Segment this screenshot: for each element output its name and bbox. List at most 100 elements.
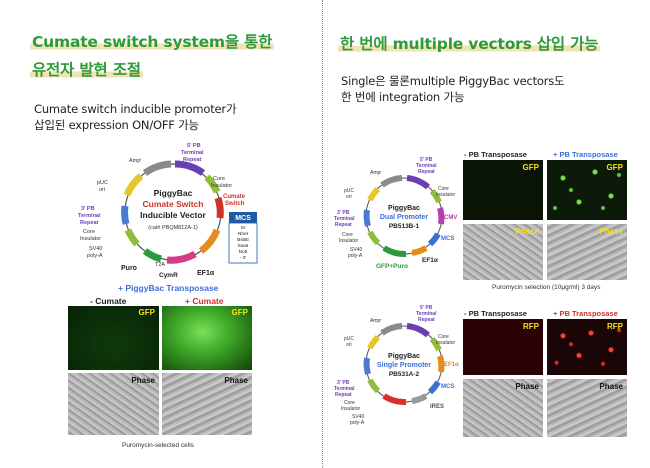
mcs-site-2: BstBI bbox=[237, 237, 248, 243]
r2-rfp-minus-label: RFP bbox=[523, 322, 539, 331]
switch-label-2: Switch bbox=[225, 201, 245, 207]
v1-puc-label: pUC bbox=[344, 188, 354, 194]
v1-pb5-label-2: Terminal bbox=[416, 163, 437, 169]
r2-phase-plus-label: Phase bbox=[599, 382, 623, 391]
v2-pb5-label-2: Terminal bbox=[416, 311, 437, 317]
mcs-site-4: NotI bbox=[239, 249, 248, 255]
pb5-label-1: 5' PB bbox=[187, 143, 201, 149]
v1-ef1-segment bbox=[411, 245, 428, 256]
left-subtitle-line1: Cumate switch inducible promoter가 bbox=[34, 102, 237, 116]
v1-pb5-label-1: 5' PB bbox=[420, 157, 433, 163]
cymr-segment bbox=[166, 250, 197, 264]
r1-gfp-plus-label: GFP bbox=[606, 163, 623, 172]
v1-sv40-label-2: poly-A bbox=[348, 253, 363, 259]
v2-pb3-label-3: Repeat bbox=[335, 392, 352, 398]
pb3-label-2: Terminal bbox=[78, 213, 101, 219]
left-col-plus: + Cumate bbox=[185, 296, 224, 306]
v1-name-line1: PiggyBac bbox=[388, 205, 420, 212]
left-gfp-plus-panel: GFP bbox=[162, 306, 252, 370]
v2-pb3-segment bbox=[363, 357, 371, 375]
v2-core-right-label-1: Core bbox=[438, 334, 449, 340]
cumate-switch-segment bbox=[214, 196, 224, 219]
v1-mcs-label: MCS bbox=[441, 236, 454, 242]
v1-pb3-label-2: Terminal bbox=[334, 216, 355, 222]
v1-core-right-label-1: Core bbox=[438, 186, 449, 192]
v2-core-left-label-1: Core bbox=[344, 400, 355, 406]
r2-col-plus: + PB Transposase bbox=[553, 309, 618, 318]
v2-sv40-label-2: poly-A bbox=[350, 420, 365, 426]
left-gfp-minus-label: GFP bbox=[138, 308, 155, 317]
r1-col-plus: + PB Transposase bbox=[553, 150, 618, 159]
v2-sv40-label-1: SV40 bbox=[352, 414, 364, 420]
v2-mcs-label: MCS bbox=[441, 384, 454, 390]
core-right-label-1: Core bbox=[213, 176, 225, 182]
vector-name-line3: Inducible Vector bbox=[140, 210, 206, 220]
v1-puc-segment bbox=[367, 186, 381, 202]
vector-catalog: (cat# PBQM812A-1) bbox=[148, 225, 198, 231]
left-phase-minus-label: Phase bbox=[131, 376, 155, 385]
left-subtitle: Cumate switch inducible promoter가 삽입된 ex… bbox=[34, 101, 237, 133]
v2-ef1-segment bbox=[437, 355, 445, 373]
v1-core-right-label-2: Insulator bbox=[436, 192, 456, 198]
pb5-label-2: Terminal bbox=[181, 150, 204, 156]
sv40-label-2: poly-A bbox=[87, 253, 103, 259]
v2-pb5-segment bbox=[406, 323, 430, 338]
r1-phase-plus-panel: Phase bbox=[547, 224, 627, 280]
sv40-label-1: SV40 bbox=[89, 246, 102, 252]
r2-col-minus: - PB Transposase bbox=[464, 309, 527, 318]
core-left-label-2: Insulator bbox=[80, 236, 101, 242]
vector-name-line2: Cumate Switch bbox=[143, 199, 204, 209]
ef1-label: EF1α bbox=[197, 270, 215, 277]
v1-gfp-puro-label: GFP+Puro bbox=[376, 263, 408, 270]
amp-segment bbox=[142, 160, 172, 176]
v1-amp-segment bbox=[380, 175, 403, 188]
left-phase-plus-label: Phase bbox=[224, 376, 248, 385]
v2-pb5-label-3: Repeat bbox=[418, 317, 435, 323]
right-subtitle-line1: Single은 물론multiple PiggyBac vectors도 bbox=[341, 74, 565, 88]
r1-gfp-plus-panel: GFP bbox=[547, 160, 627, 220]
pb5-label-3: Repeat bbox=[183, 157, 202, 163]
r2-phase-minus-panel: Phase bbox=[463, 379, 543, 437]
v1-gfp-puro-segment bbox=[382, 245, 407, 258]
left-phase-plus-panel: Phase bbox=[162, 373, 252, 435]
ori-label: ori bbox=[99, 187, 105, 193]
v1-sv40-label-1: SV40 bbox=[350, 247, 362, 253]
core-right-label-2: Insulator bbox=[211, 183, 232, 189]
v1-pb3-label-3: Repeat bbox=[335, 222, 352, 228]
core-left-segment bbox=[124, 228, 140, 247]
puro-label: Puro bbox=[121, 265, 137, 272]
right-subtitle-line2: 한 번에 integration 가능 bbox=[341, 90, 465, 105]
switch-label-1: Cumate bbox=[223, 194, 246, 200]
left-title-line1: Cumate switch system을 통한 bbox=[30, 33, 275, 51]
v2-pb3-label-1: 3' PB bbox=[337, 380, 350, 386]
v1-pb3-label-1: 3' PB bbox=[337, 210, 350, 216]
mcs-site-1: NheI bbox=[238, 231, 248, 237]
left-col-minus: - Cumate bbox=[90, 296, 127, 306]
mcs-box-body bbox=[228, 222, 258, 264]
v2-core-left-label-2: Insulator bbox=[341, 406, 361, 412]
v1-amp-label: Ampʳ bbox=[370, 170, 382, 176]
v1-core-left-label-1: Core bbox=[342, 232, 353, 238]
pb3-segment bbox=[121, 205, 130, 225]
left-transposase-header: + PiggyBac Transposase bbox=[118, 283, 219, 293]
mcs-title: MCS bbox=[235, 215, 251, 222]
mcs-site-3: SwaI bbox=[238, 243, 249, 249]
left-title-line2: 유전자 발현 조절 bbox=[30, 61, 143, 80]
r2-phase-minus-label: Phase bbox=[515, 382, 539, 391]
v2-rfp-label: RFP bbox=[392, 408, 404, 414]
v2-mcs-segment bbox=[427, 380, 441, 395]
r1-phase-plus-label: Phase bbox=[599, 227, 623, 236]
v2-ef1-label: EF1α bbox=[444, 362, 459, 368]
v2-name-line1: PiggyBac bbox=[388, 353, 420, 360]
core-left-label-1: Core bbox=[83, 229, 95, 235]
dual-promoter-vector-map: PiggyBac Dual Promoter PB513B-1 Ampʳ pUC… bbox=[334, 157, 457, 270]
v1-name-line2: Dual Promoter bbox=[380, 214, 429, 221]
left-title: Cumate switch system을 통한 유전자 발현 조절 bbox=[30, 31, 275, 82]
single-promoter-vector-map: PiggyBac Single Promoter PB531A-2 Ampʳ p… bbox=[334, 305, 459, 426]
puc-label: pUC bbox=[97, 180, 108, 186]
right-title-text: 한 번에 multiple vectors 삽입 가능 bbox=[338, 35, 601, 53]
r1-col-minus: - PB Transposase bbox=[464, 150, 527, 159]
r2-rfp-plus-label: RFP bbox=[607, 322, 623, 331]
v1-cmv-segment bbox=[437, 207, 445, 225]
vector-name-line1: PiggyBac bbox=[154, 188, 193, 198]
